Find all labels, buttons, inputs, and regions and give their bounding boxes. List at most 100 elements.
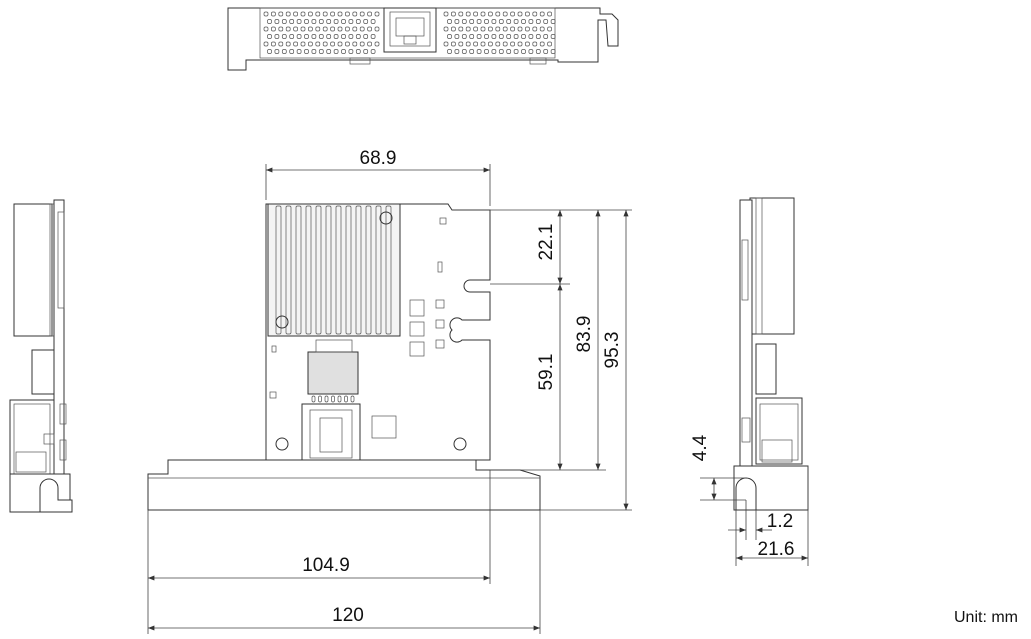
vent-hole — [476, 49, 482, 54]
vent-hole — [337, 11, 343, 17]
vent-hole — [550, 19, 556, 24]
chip-pin — [337, 395, 342, 403]
vent-hole — [293, 26, 298, 32]
vent-hole — [469, 49, 475, 54]
vent-hole — [488, 41, 493, 47]
vent-hole — [304, 49, 309, 54]
vent-hole — [348, 19, 354, 24]
vent-hole — [513, 49, 519, 54]
vent-hole — [476, 19, 482, 24]
vent-hole — [498, 19, 504, 24]
vent-hole — [263, 11, 269, 17]
vent-hole — [281, 19, 287, 24]
vent-hole — [495, 26, 501, 32]
vent-hole — [367, 26, 372, 32]
vent-hole — [535, 34, 541, 39]
vent-hole — [311, 19, 317, 24]
vent-hole — [285, 41, 291, 47]
vent-hole — [502, 41, 508, 47]
vent-hole — [451, 26, 456, 32]
unit-label: Unit: mm — [954, 609, 1018, 626]
vent-hole — [550, 34, 556, 39]
vent-hole — [293, 41, 298, 47]
chip-pin — [344, 395, 348, 403]
vent-hole — [355, 49, 361, 54]
vent-hole — [370, 19, 376, 24]
vent-hole — [281, 49, 287, 54]
vent-hole — [528, 19, 534, 24]
vent-hole — [525, 41, 530, 47]
dim-1-2: 1.2 — [767, 511, 793, 532]
vent-hole — [525, 26, 530, 32]
right-side-view — [733, 197, 809, 511]
vent-hole — [480, 11, 486, 17]
vent-hole — [363, 34, 369, 39]
vent-hole — [532, 26, 538, 32]
vent-hole — [461, 49, 467, 54]
vent-hole — [315, 11, 321, 17]
vent-hole — [296, 49, 302, 54]
vent-hole — [521, 19, 526, 24]
vent-hole — [458, 26, 464, 32]
left-side-view — [9, 199, 73, 513]
heatsink-fin — [335, 205, 342, 335]
vent-hole — [370, 49, 376, 54]
chip-pin — [318, 395, 322, 403]
vent-hole — [278, 11, 284, 17]
vent-hole — [491, 34, 497, 39]
vent-hole — [480, 41, 486, 47]
vent-hole — [281, 34, 287, 39]
vent-hole — [308, 11, 313, 17]
chip-pin — [324, 395, 329, 403]
heatsink-fin — [285, 205, 292, 335]
vent-hole — [469, 19, 475, 24]
vent-hole — [345, 41, 350, 47]
heatsink-fin — [305, 205, 312, 335]
vent-hole — [484, 49, 489, 54]
vent-hole — [330, 41, 335, 47]
chip-pin — [350, 395, 355, 403]
vent-hole — [367, 11, 372, 17]
vent-hole — [473, 26, 478, 32]
dim-95-3: 95.3 — [602, 332, 623, 369]
vent-hole — [304, 34, 309, 39]
vent-hole — [274, 19, 280, 24]
vent-hole — [517, 11, 523, 17]
vent-hole — [289, 19, 295, 24]
vent-hole — [547, 41, 552, 47]
vent-hole — [510, 11, 515, 17]
vent-hole — [267, 49, 272, 54]
vent-hole — [484, 34, 489, 39]
vent-hole — [355, 34, 361, 39]
vent-hole — [461, 19, 467, 24]
small-ic — [371, 415, 397, 439]
vent-hole — [345, 26, 350, 32]
heatsink-fin — [345, 205, 352, 335]
vent-hole — [315, 41, 321, 47]
vent-hole — [330, 26, 335, 32]
dim-21-6: 21.6 — [758, 539, 795, 560]
dim-120: 120 — [332, 605, 364, 626]
vent-hole — [363, 49, 369, 54]
vent-hole — [289, 34, 295, 39]
vent-hole — [318, 19, 324, 24]
vent-hole — [539, 11, 545, 17]
vent-holes-left — [263, 11, 380, 54]
vent-hole — [491, 49, 497, 54]
vent-hole — [539, 41, 545, 47]
vent-hole — [374, 41, 380, 47]
vent-hole — [326, 19, 332, 24]
vent-hole — [465, 26, 471, 32]
vent-hole — [547, 26, 552, 32]
vent-hole — [451, 11, 456, 17]
vent-hole — [341, 19, 346, 24]
vent-hole — [451, 41, 456, 47]
vent-hole — [337, 41, 343, 47]
vent-hole — [532, 41, 538, 47]
heatsink-fin — [355, 205, 362, 335]
vent-hole — [285, 11, 291, 17]
vent-hole — [274, 49, 280, 54]
vent-hole — [330, 11, 335, 17]
heatsink-fin — [365, 205, 372, 335]
